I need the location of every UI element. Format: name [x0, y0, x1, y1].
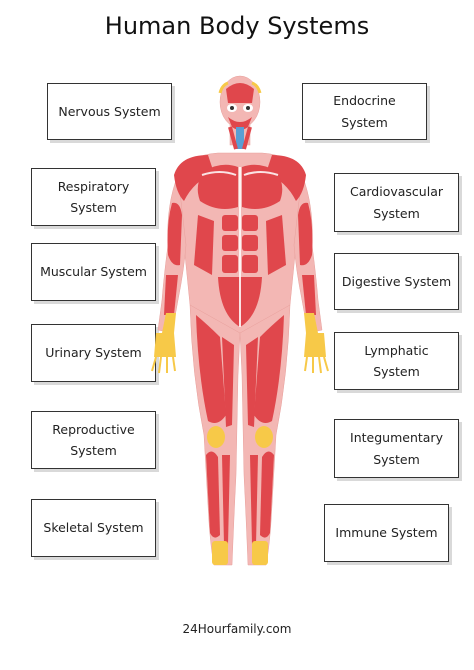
right-deltoid	[266, 155, 306, 201]
right-ankle-tendon	[252, 541, 268, 565]
label-reproductive: Reproductive System	[52, 421, 135, 458]
left-finger-1	[151, 356, 157, 372]
right-finger-4	[304, 356, 308, 372]
left-shin-muscle	[222, 455, 230, 545]
left-finger-2	[158, 356, 162, 374]
right-finger-2	[318, 356, 322, 374]
label-skeletal: Skeletal System	[43, 520, 144, 536]
label-endocrine: Endocrine System	[333, 93, 396, 130]
label-box-muscular: Muscular System	[31, 243, 156, 301]
ab-5	[222, 255, 238, 273]
right-quadriceps	[254, 315, 284, 423]
footer-source: 24Hourfamily.com	[182, 622, 292, 636]
left-pectoral	[197, 164, 238, 209]
right-bicep	[298, 202, 313, 266]
left-oblique	[194, 215, 214, 275]
label-box-reproductive: Reproductive System	[31, 411, 156, 469]
left-forearm	[164, 275, 178, 315]
right-forearm	[302, 275, 316, 315]
left-finger-4	[172, 356, 176, 372]
right-oblique	[266, 215, 286, 275]
right-finger-1	[323, 356, 329, 372]
forehead-muscle	[226, 83, 254, 103]
right-knee	[255, 426, 273, 448]
ab-1	[222, 215, 238, 231]
ab-4	[242, 235, 258, 251]
label-box-respiratory: Respiratory System	[31, 168, 156, 226]
label-urinary: Urinary System	[45, 345, 142, 361]
label-muscular: Muscular System	[40, 264, 147, 280]
right-hand	[304, 333, 326, 357]
right-chest-highlight	[243, 171, 279, 176]
right-shin-muscle	[250, 455, 258, 545]
left-knee	[207, 426, 225, 448]
label-nervous: Nervous System	[58, 103, 161, 119]
left-calf	[206, 451, 220, 538]
label-box-integumentary: Integumentary System	[334, 419, 459, 478]
label-integumentary: Integumentary System	[350, 430, 443, 467]
ab-2	[242, 215, 258, 231]
left-wrist-tendon	[162, 313, 176, 333]
label-cardiovascular: Cardiovascular System	[350, 184, 443, 221]
page-title: Human Body Systems	[104, 12, 370, 40]
label-box-nervous: Nervous System	[47, 83, 172, 140]
left-deltoid	[174, 155, 214, 201]
label-box-immune: Immune System	[324, 504, 449, 562]
label-lymphatic: Lymphatic System	[364, 342, 429, 379]
right-pectoral	[242, 164, 283, 209]
right-pupil	[246, 106, 250, 110]
head-tendon	[218, 81, 262, 94]
ab-3	[222, 235, 238, 251]
left-bicep	[167, 202, 182, 266]
label-box-skeletal: Skeletal System	[31, 499, 156, 557]
label-box-cardiovascular: Cardiovascular System	[334, 173, 459, 232]
right-inner-thigh	[246, 337, 258, 427]
left-chest-highlight	[201, 171, 237, 176]
left-pupil	[230, 106, 234, 110]
label-box-endocrine: Endocrine System	[302, 83, 427, 140]
label-box-urinary: Urinary System	[31, 324, 156, 382]
label-immune: Immune System	[335, 525, 438, 541]
ab-6	[242, 255, 258, 273]
left-inner-thigh	[222, 337, 234, 427]
right-calf	[260, 451, 274, 538]
neck-muscles	[228, 126, 252, 150]
label-box-lymphatic: Lymphatic System	[334, 332, 459, 390]
label-digestive: Digestive System	[341, 273, 452, 289]
label-box-digestive: Digestive System	[334, 253, 459, 310]
jaw-muscle	[228, 117, 252, 130]
left-hand	[154, 333, 176, 357]
human-body-illustration	[151, 75, 329, 566]
right-wrist-tendon	[304, 313, 318, 333]
left-quadriceps	[196, 315, 226, 423]
label-respiratory: Respiratory System	[57, 178, 130, 215]
trachea	[236, 127, 244, 149]
left-ankle-tendon	[212, 541, 228, 565]
